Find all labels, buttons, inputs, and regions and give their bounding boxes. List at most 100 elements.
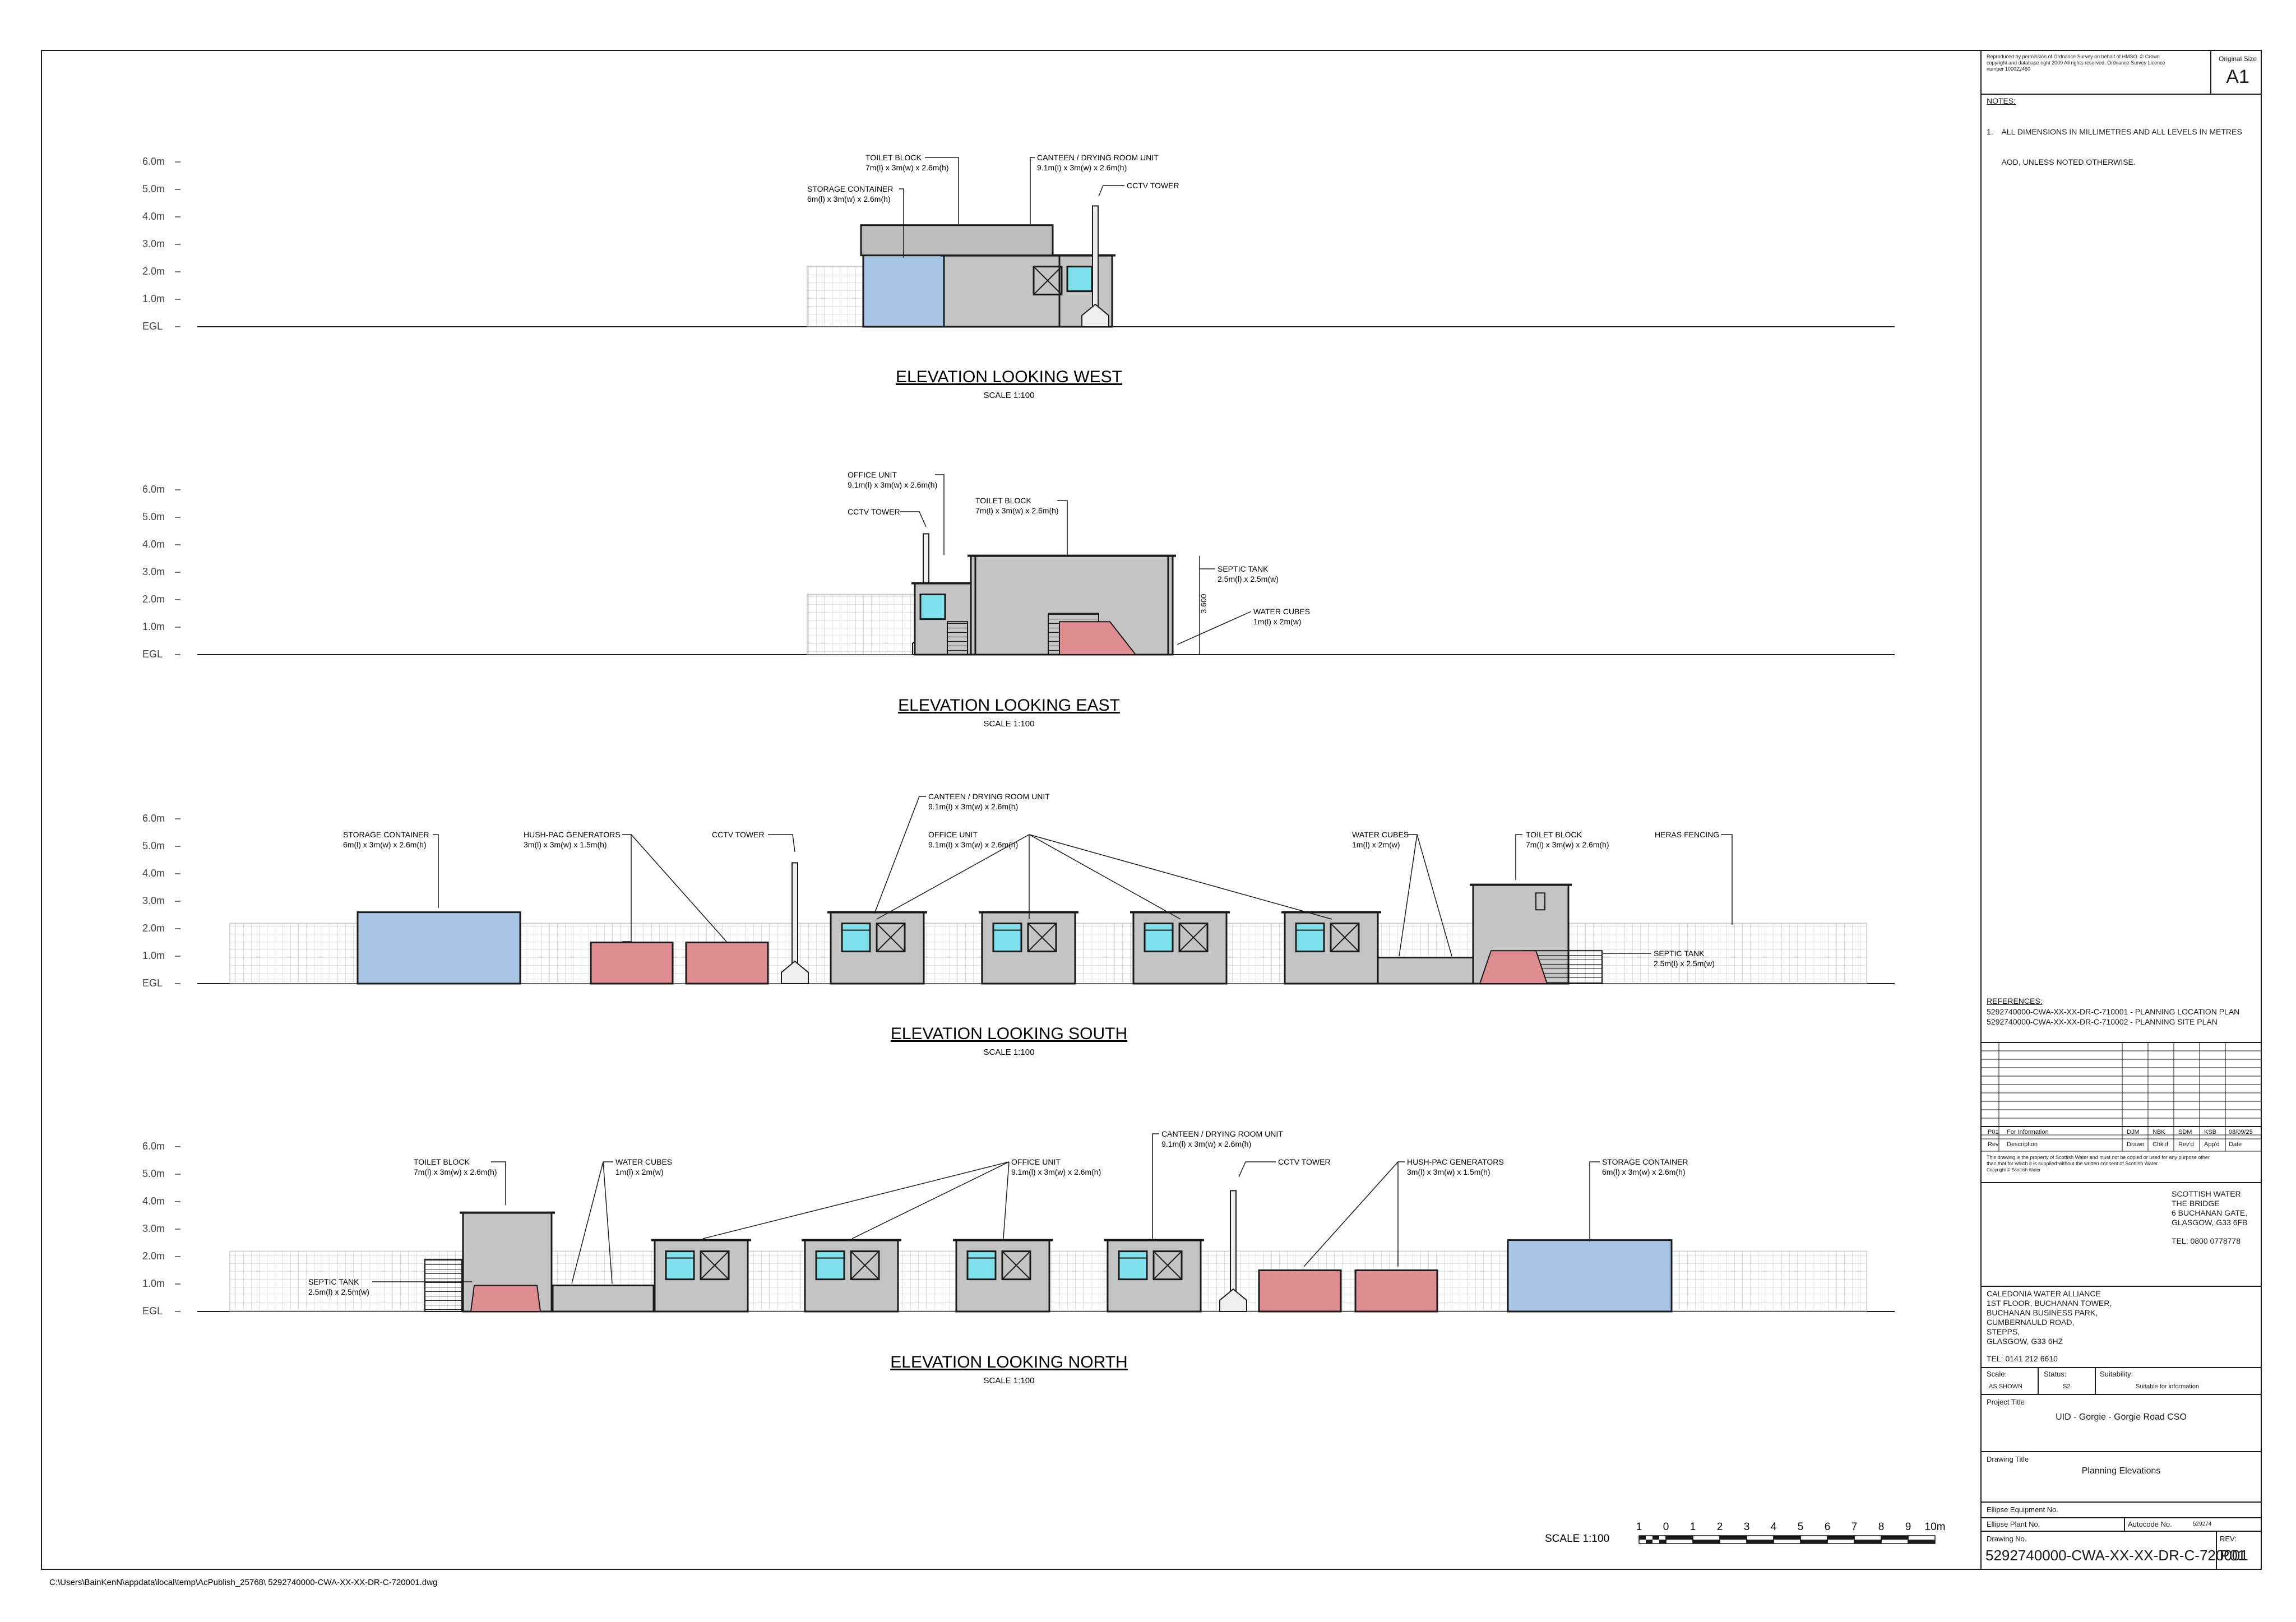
level-label: 2.0m xyxy=(142,923,165,934)
references: 5292740000-CWA-XX-XX-DR-C-710001 - PLANN… xyxy=(1987,1007,2240,1026)
callout-name: WATER CUBES xyxy=(1352,830,1409,839)
drawing-no-label: Drawing No. xyxy=(1987,1535,2027,1543)
callout-leader xyxy=(935,474,945,555)
unit-vent xyxy=(1002,1250,1031,1280)
storage-container xyxy=(1507,1239,1673,1313)
level-label: 4.0m xyxy=(142,211,165,222)
callout-name: HUSH-PAC GENERATORS xyxy=(524,830,621,839)
level-label: EGL xyxy=(142,977,163,989)
scale-bar-subdivision xyxy=(1659,1540,1666,1544)
callout-leader xyxy=(603,1161,613,1284)
drawing-title: Planning Elevations xyxy=(2081,1466,2161,1476)
scale-bar-tick: 8 xyxy=(1878,1521,1885,1533)
callout-dims: 7m(l) x 3m(w) x 2.6m(h) xyxy=(1526,840,1609,849)
callout-name: TOILET BLOCK xyxy=(865,153,922,162)
callout-dims: 9.1m(l) x 3m(w) x 2.6m(h) xyxy=(1037,163,1127,172)
unit-vent xyxy=(1330,923,1360,953)
callout-dims: 2.5m(l) x 2.5m(w) xyxy=(1218,574,1279,583)
callout-name: OFFICE UNIT xyxy=(848,470,897,479)
level-label: 1.0m xyxy=(142,950,165,961)
scale-bar-subdivision xyxy=(1646,1540,1652,1544)
unit-window xyxy=(1144,923,1174,953)
level-label: 1.0m xyxy=(142,1278,165,1289)
scale-bar-segment xyxy=(1908,1535,1936,1544)
scale-bar-segment xyxy=(1693,1540,1720,1544)
unit-window xyxy=(665,1250,695,1281)
callout-name: OFFICE UNIT xyxy=(1011,1157,1061,1166)
scale-bar-subdivision xyxy=(1652,1536,1659,1540)
elevation-title: ELEVATION LOOKING NORTH xyxy=(890,1353,1127,1371)
level-label: 4.0m xyxy=(142,868,165,879)
callout-name: CANTEEN / DRYING ROOM UNIT xyxy=(1161,1129,1283,1138)
callout-name: WATER CUBES xyxy=(615,1157,672,1166)
scale-label: Scale: xyxy=(1987,1370,2007,1378)
cctv-tower-base xyxy=(1219,1288,1247,1312)
scale-bar-tick: 10m xyxy=(1925,1521,1946,1533)
callout-dims: 9.1m(l) x 3m(w) x 2.6m(h) xyxy=(1161,1139,1251,1148)
callout-leader xyxy=(1029,834,1181,920)
level-label: 1.0m xyxy=(142,621,165,632)
callout-leader xyxy=(1177,611,1252,645)
status-value: S2 xyxy=(2063,1383,2071,1390)
level-label: 6.0m xyxy=(142,156,165,167)
callout-dims: 1m(l) x 2m(w) xyxy=(1352,840,1400,849)
hush-pac-generator xyxy=(685,942,769,985)
callout-name: OFFICE UNIT xyxy=(928,830,978,839)
scale-value: AS SHOWN xyxy=(1989,1383,2022,1390)
water-cubes xyxy=(552,1284,655,1313)
storage-container xyxy=(357,911,521,985)
scale-bar-segment xyxy=(1774,1536,1800,1540)
callout-name: TOILET BLOCK xyxy=(1526,830,1582,839)
cctv-tower-base xyxy=(1081,303,1109,327)
unit-vent xyxy=(850,1250,879,1280)
suitability-value: Suitable for information xyxy=(2136,1383,2200,1390)
callout-leader xyxy=(1003,1161,1010,1239)
callout-leader xyxy=(1515,834,1522,880)
callout-dims: 1m(l) x 2m(w) xyxy=(1253,617,1302,626)
callout-name: STORAGE CONTAINER xyxy=(807,184,894,193)
unit-vent xyxy=(1178,923,1209,953)
callout-name: TOILET BLOCK xyxy=(414,1157,470,1166)
elevation-scale: SCALE 1:100 xyxy=(984,391,1035,400)
ellipse-plant-label: Ellipse Plant No. xyxy=(1987,1520,2040,1528)
callout-name: CCTV TOWER xyxy=(1278,1157,1331,1166)
access-stair xyxy=(947,621,968,655)
hush-pac-generator xyxy=(1258,1269,1342,1313)
level-label: 4.0m xyxy=(142,539,165,550)
autocode-label: Autocode No. xyxy=(2128,1520,2172,1528)
level-label: 2.0m xyxy=(142,266,165,277)
project-title: UID - Gorgie - Gorgie Road CSO xyxy=(2056,1412,2187,1422)
unit-window xyxy=(1295,923,1325,953)
revision-table xyxy=(1981,1042,2261,1152)
os-copyright: Reproduced by permission of Ordnance Sur… xyxy=(1987,54,2165,72)
level-label: EGL xyxy=(142,321,163,332)
callout-dims: 6m(l) x 3m(w) x 2.6m(h) xyxy=(807,194,891,203)
septic-tank xyxy=(470,1285,541,1312)
unit-vent xyxy=(876,923,905,952)
elevation-title: ELEVATION LOOKING EAST xyxy=(898,696,1120,715)
scale-bar-segment xyxy=(1908,1540,1935,1544)
unit-window-frame xyxy=(993,923,1022,931)
level-label: EGL xyxy=(142,1305,163,1317)
callout-name: HERAS FENCING xyxy=(1655,830,1719,839)
unit-window xyxy=(1066,266,1093,293)
unit-vent xyxy=(1033,266,1063,296)
callout-dims: 3m(l) x 3m(w) x 1.5m(h) xyxy=(524,840,607,849)
callout-name: SEPTIC TANK xyxy=(1218,564,1269,573)
level-label: 2.0m xyxy=(142,594,165,605)
unit-window xyxy=(992,923,1022,953)
drawing-title-label: Drawing Title xyxy=(1987,1455,2029,1463)
scale-bar-tick: 2 xyxy=(1717,1521,1723,1533)
callout-dims: 3m(l) x 3m(w) x 1.5m(h) xyxy=(1407,1167,1490,1176)
unit-vent xyxy=(850,1250,880,1281)
dimension-text: 3.600 xyxy=(1199,594,1208,613)
unit-window-frame xyxy=(1295,923,1325,931)
level-label: 5.0m xyxy=(142,840,165,851)
status-label: Status: xyxy=(2044,1370,2067,1378)
callout-dims: 9.1m(l) x 3m(w) x 2.6m(h) xyxy=(1011,1167,1101,1176)
